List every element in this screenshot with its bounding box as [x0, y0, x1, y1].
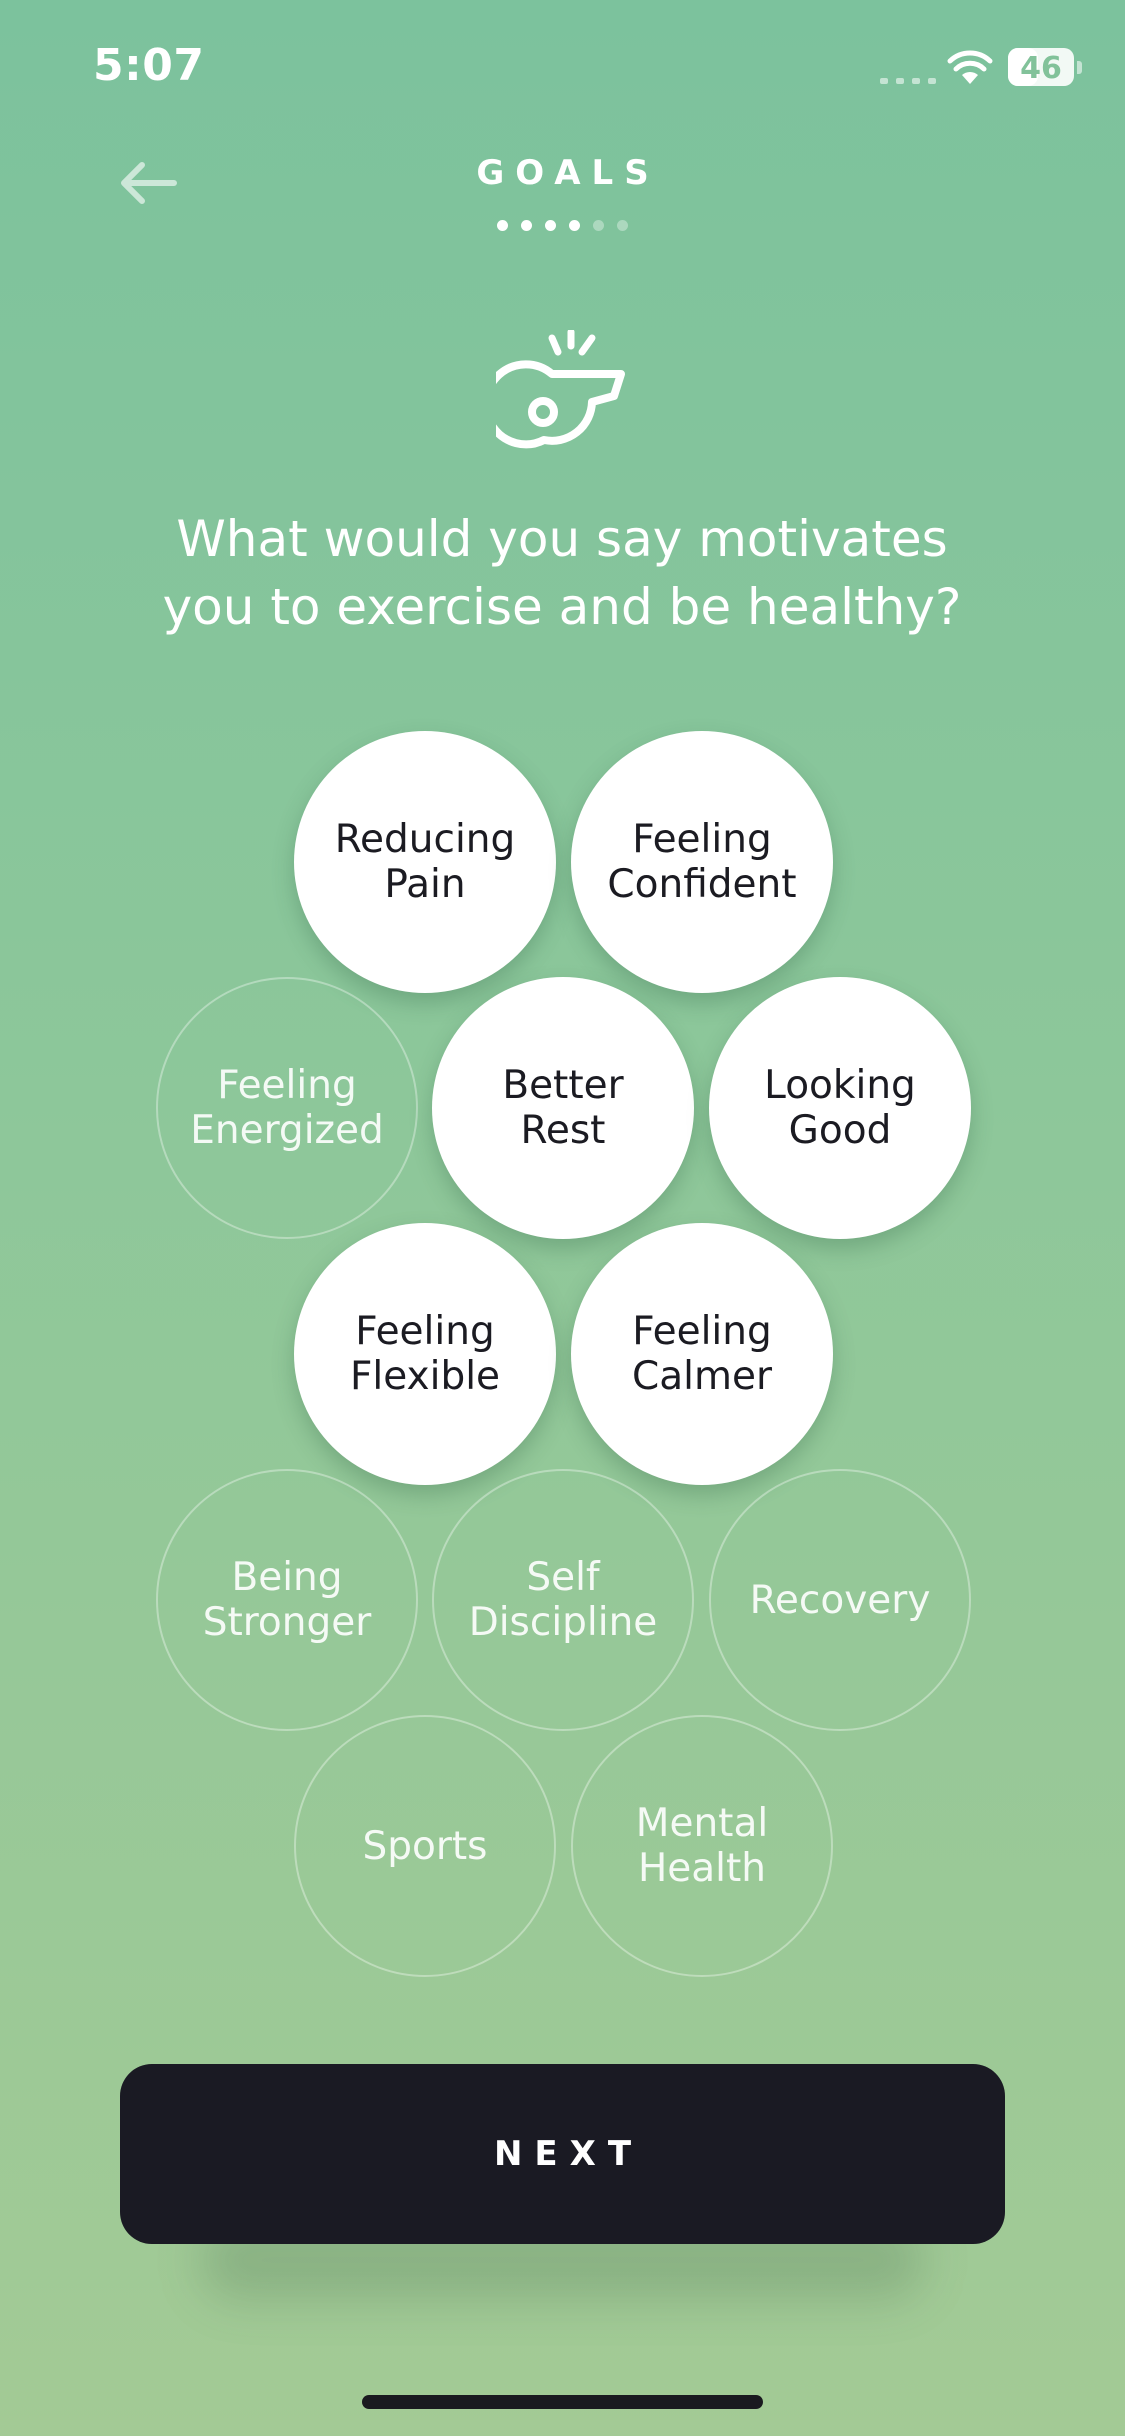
option-label: Reducing Pain	[334, 817, 516, 907]
cellular-signal-icon	[880, 78, 936, 84]
option-bubble[interactable]: Self Discipline	[432, 1469, 694, 1731]
option-label: Feeling Confident	[607, 817, 797, 907]
option-bubble[interactable]: Sports	[294, 1715, 556, 1977]
question-line-2: you to exercise and be healthy?	[162, 578, 962, 636]
option-label: Feeling Energized	[190, 1063, 384, 1153]
option-label: Recovery	[749, 1577, 931, 1623]
progress-dot	[497, 220, 508, 231]
status-bar: 5:07 46	[0, 0, 1125, 140]
arrow-left-icon	[121, 162, 177, 204]
option-bubble[interactable]: Recovery	[709, 1469, 971, 1731]
status-time: 5:07	[93, 40, 205, 91]
option-bubble[interactable]: Feeling Calmer	[571, 1223, 833, 1485]
question-line-1: What would you say motivates	[176, 510, 948, 568]
option-label: Better Rest	[502, 1063, 624, 1153]
option-label: Being Stronger	[202, 1555, 372, 1645]
wifi-icon	[947, 50, 993, 84]
battery-fill	[1008, 48, 1039, 86]
progress-dot	[617, 220, 628, 231]
progress-dot	[521, 220, 532, 231]
whistle-icon	[496, 330, 625, 449]
next-button[interactable]: NEXT	[120, 2064, 1005, 2244]
back-button[interactable]	[110, 150, 190, 216]
option-label: Feeling Calmer	[632, 1309, 772, 1399]
progress-dot	[545, 220, 556, 231]
option-bubble[interactable]: Mental Health	[571, 1715, 833, 1977]
question-heading: What would you say motivates you to exer…	[112, 505, 1012, 641]
battery-level: 46	[1020, 51, 1062, 86]
home-indicator	[362, 2395, 763, 2409]
option-label: Self Discipline	[468, 1555, 658, 1645]
option-label: Looking Good	[764, 1063, 916, 1153]
option-bubble[interactable]: Feeling Energized	[156, 977, 418, 1239]
option-label: Feeling Flexible	[349, 1309, 501, 1399]
option-bubble[interactable]: Being Stronger	[156, 1469, 418, 1731]
option-label: Sports	[362, 1823, 488, 1869]
option-bubble[interactable]: Looking Good	[709, 977, 971, 1239]
progress-dot	[569, 220, 580, 231]
page-title: GOALS	[476, 153, 660, 193]
battery-icon: 46	[1008, 48, 1082, 86]
option-bubble[interactable]: Reducing Pain	[294, 731, 556, 993]
option-bubble[interactable]: Better Rest	[432, 977, 694, 1239]
option-bubble[interactable]: Feeling Flexible	[294, 1223, 556, 1485]
option-label: Mental Health	[635, 1801, 769, 1891]
option-bubble[interactable]: Feeling Confident	[571, 731, 833, 993]
progress-dot	[593, 220, 604, 231]
step-progress-indicator	[0, 220, 1125, 231]
